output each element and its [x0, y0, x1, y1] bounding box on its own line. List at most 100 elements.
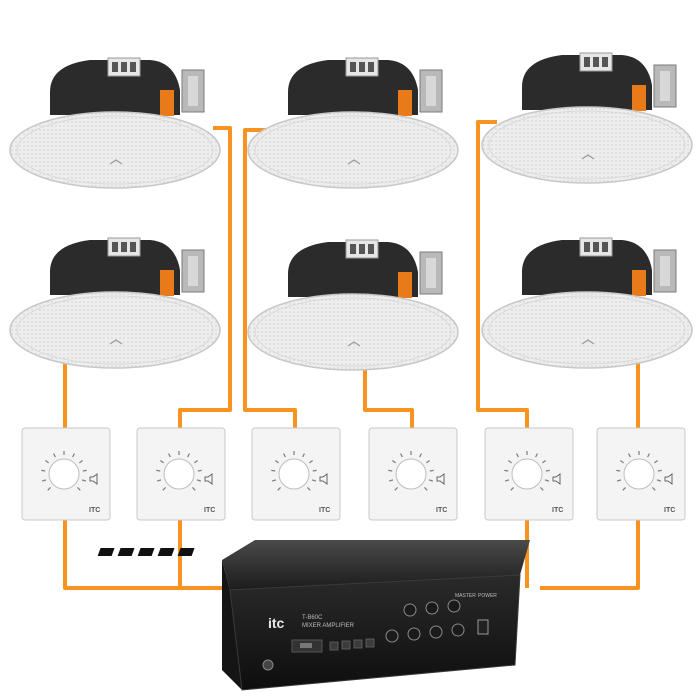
speaker-icon — [89, 473, 98, 485]
volume-tick — [616, 479, 622, 482]
volume-tick — [271, 469, 276, 472]
ceiling-speaker-6 — [481, 237, 693, 369]
volume-tick — [41, 469, 46, 472]
volume-control-2[interactable]: ITC — [136, 427, 226, 521]
volume-control-brand: ITC — [436, 507, 447, 514]
volume-knob[interactable] — [395, 458, 427, 490]
volume-tick — [307, 487, 311, 491]
volume-tick — [622, 487, 626, 491]
volume-tick — [516, 453, 519, 458]
volume-tick — [160, 459, 164, 464]
volume-tick — [194, 459, 198, 464]
volume-tick — [312, 469, 317, 472]
volume-tick — [41, 479, 47, 482]
volume-tick — [309, 459, 313, 464]
amplifier-front — [229, 574, 521, 691]
ceiling-speaker-4 — [9, 237, 221, 369]
knob-1 — [403, 603, 417, 617]
speaker-wiring — [63, 120, 640, 590]
volume-control-6[interactable]: ITC — [596, 427, 686, 521]
volume-tick — [429, 469, 434, 472]
volume-tick — [72, 453, 75, 458]
volume-tick — [277, 487, 281, 491]
amplifier-right-label2: POWER — [478, 593, 497, 599]
volume-tick — [656, 479, 662, 482]
volume-control-brand: ITC — [89, 507, 100, 514]
ceiling-speaker-5 — [247, 239, 459, 371]
wire-vc3-speaker — [243, 128, 297, 430]
volume-controls: ITC ITC ITC ITC ITC ITC — [21, 427, 686, 521]
volume-tick — [77, 487, 81, 491]
volume-tick — [388, 469, 393, 472]
volume-tick — [394, 487, 398, 491]
volume-control-1[interactable]: ITC — [21, 427, 111, 521]
amplifier-subtitle: MIXER AMPLIFIER — [302, 623, 355, 629]
volume-tick — [508, 459, 512, 464]
knob-2 — [425, 601, 439, 615]
volume-tick — [654, 459, 658, 464]
power-switch[interactable] — [477, 619, 489, 635]
volume-tick — [156, 479, 162, 482]
volume-knob[interactable] — [511, 458, 543, 490]
volume-tick — [400, 453, 403, 458]
volume-tick — [187, 453, 190, 458]
volume-knob[interactable] — [623, 458, 655, 490]
amplifier-vents — [97, 548, 195, 556]
volume-knob[interactable] — [278, 458, 310, 490]
ceiling-speaker-2 — [247, 57, 459, 189]
volume-control-3[interactable]: ITC — [251, 427, 341, 521]
amplifier-brand: itc — [268, 615, 285, 631]
volume-tick — [504, 469, 509, 472]
volume-tick — [196, 479, 202, 482]
volume-knob[interactable] — [163, 458, 195, 490]
volume-control-5[interactable]: ITC — [484, 427, 574, 521]
mixer-amplifier: itc T-B60C MIXER AMPLIFIER MASTER POWER — [97, 540, 530, 691]
volume-tick — [616, 469, 621, 472]
volume-tick — [311, 479, 317, 482]
knob-3 — [447, 599, 461, 613]
volume-tick — [283, 453, 286, 458]
volume-control-4[interactable]: ITC — [368, 427, 458, 521]
volume-tick — [652, 487, 656, 491]
volume-control-brand: ITC — [552, 507, 563, 514]
volume-tick — [544, 479, 550, 482]
volume-tick — [45, 459, 49, 464]
knob-5 — [407, 627, 421, 641]
volume-tick — [197, 469, 202, 472]
volume-tick — [545, 469, 550, 472]
volume-tick — [620, 459, 624, 464]
volume-tick — [275, 459, 279, 464]
speaker-icon — [552, 473, 561, 485]
volume-tick — [419, 453, 422, 458]
volume-tick — [156, 469, 161, 472]
mic-jack[interactable] — [262, 659, 274, 671]
volume-tick — [168, 453, 171, 458]
amplifier-model: T-B60C — [302, 615, 323, 621]
volume-tick — [81, 479, 87, 482]
volume-tick — [424, 487, 428, 491]
wire-vc5-speaker — [476, 120, 529, 430]
volume-knob[interactable] — [48, 458, 80, 490]
volume-control-brand: ITC — [204, 507, 215, 514]
volume-tick — [47, 487, 51, 491]
volume-tick — [647, 453, 650, 458]
wire-vc4-speaker — [363, 360, 414, 430]
usb-port — [300, 643, 312, 648]
knob-6 — [429, 625, 443, 639]
volume-tick — [535, 453, 538, 458]
volume-tick — [392, 459, 396, 464]
volume-tick — [542, 459, 546, 464]
ceiling-speaker-1 — [9, 57, 221, 189]
wire-vc1-amp — [63, 520, 222, 590]
volume-tick — [510, 487, 514, 491]
transport-buttons[interactable] — [329, 638, 375, 651]
speaker-icon — [204, 473, 213, 485]
volume-tick — [162, 487, 166, 491]
wire-vc6-amp — [540, 520, 640, 590]
volume-tick — [657, 469, 662, 472]
volume-control-brand: ITC — [664, 507, 675, 514]
volume-tick — [504, 479, 510, 482]
amplifier-knobs[interactable] — [385, 599, 465, 643]
ceiling-speaker-3 — [481, 52, 693, 184]
amplifier-top — [222, 540, 530, 590]
